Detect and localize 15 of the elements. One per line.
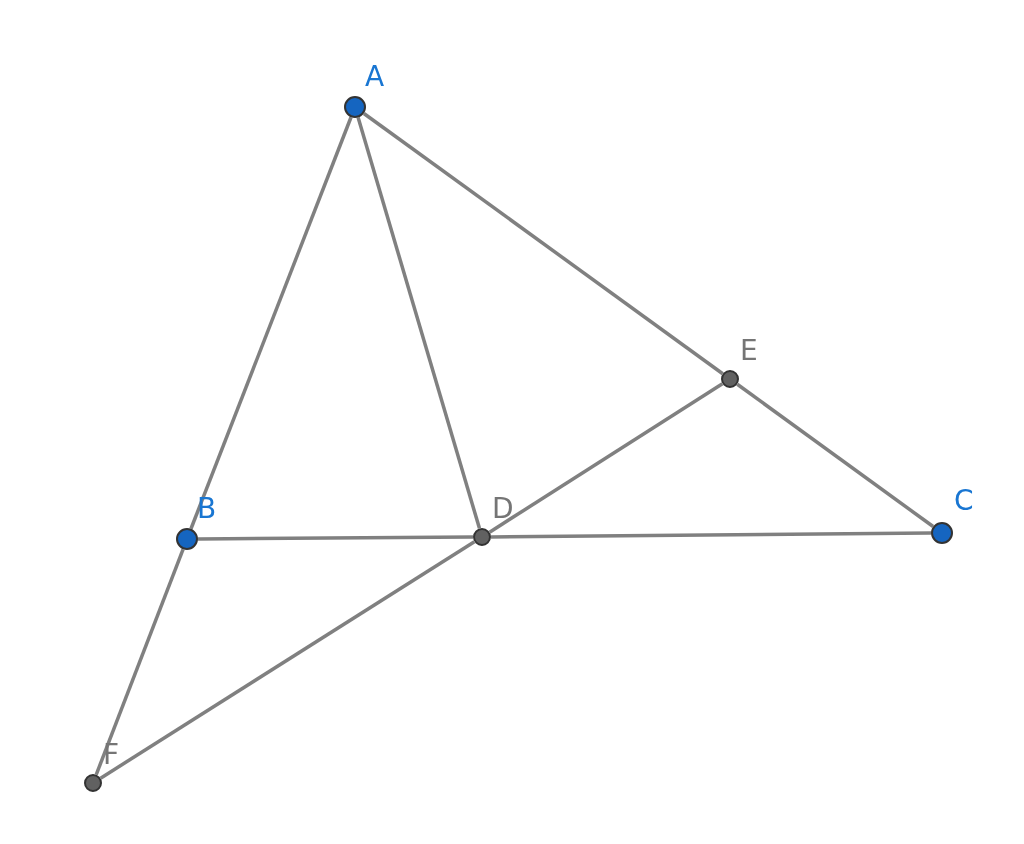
line-segment [198, 535, 473, 541]
line-segment [99, 540, 476, 780]
line-segment [491, 531, 931, 539]
point-label: D [492, 495, 514, 523]
point-label: F [103, 741, 120, 769]
point-label: B [197, 495, 217, 523]
line-segment [356, 117, 482, 529]
line-segment [488, 382, 724, 534]
line-segment [189, 116, 353, 530]
line-segment [736, 382, 935, 528]
point-label: C [954, 487, 974, 515]
point-label: A [365, 63, 385, 91]
point-label: E [740, 337, 758, 365]
line-segment [94, 548, 185, 776]
line-segment [362, 112, 724, 376]
